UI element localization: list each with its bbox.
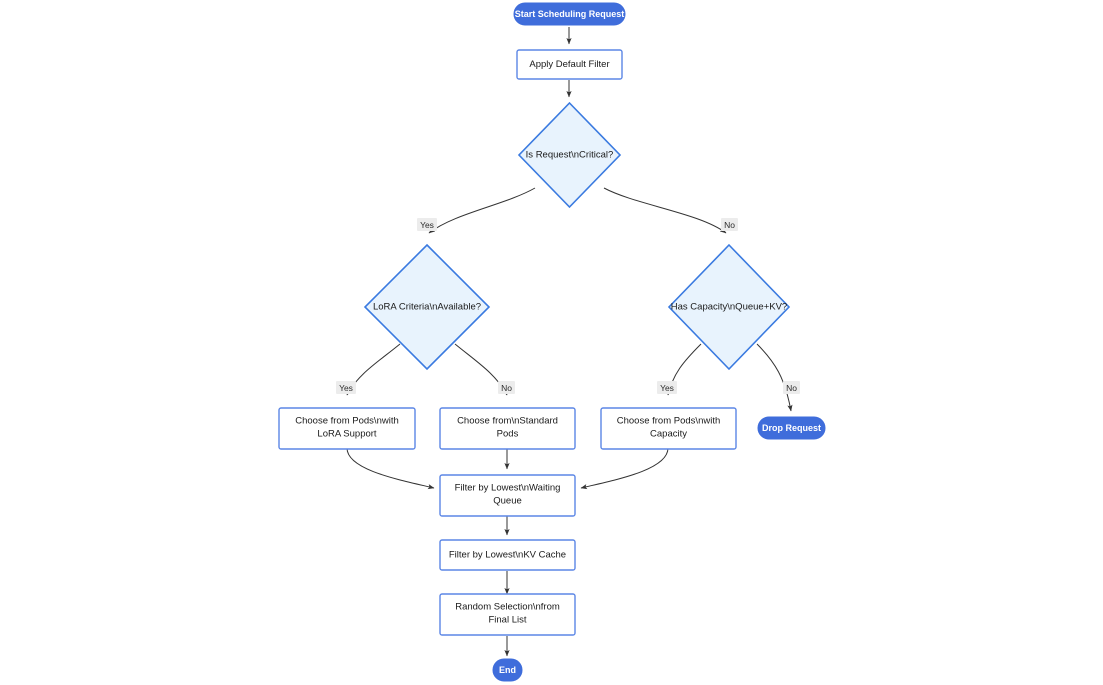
node-filter-kv-cache-shape[interactable]: [439, 539, 576, 571]
node-choose-standard-pods-label-line1: Choose from\nStandard: [457, 416, 558, 427]
edge-label-lora-no-text: No: [501, 383, 512, 393]
node-filter-waiting-queue[interactable]: Filter by Lowest\nWaiting Queue: [439, 474, 576, 517]
node-is-request-critical[interactable]: Is Request\nCritical?: [517, 101, 622, 209]
edge-label-capacity-yes-text: Yes: [660, 383, 674, 393]
node-random-selection[interactable]: Random Selection\nfrom Final List: [439, 593, 576, 636]
node-filter-kv-cache[interactable]: Filter by Lowest\nKV Cache: [439, 539, 576, 571]
node-choose-lora-pods-shape[interactable]: [278, 407, 416, 450]
edge-label-capacity-yes: Yes: [657, 381, 677, 394]
node-filter-waiting-queue-shape[interactable]: [439, 474, 576, 517]
node-start[interactable]: Start Scheduling Request: [513, 2, 626, 26]
node-lora-criteria-available-shape[interactable]: [363, 243, 491, 371]
edge-has-capacity-no-to-drop-request: [756, 343, 793, 412]
edge-choose-lora-pods-to-filter-waiting-queue: [346, 447, 435, 490]
node-random-selection-label-line1: Random Selection\nfrom: [455, 602, 560, 613]
node-choose-standard-pods-shape[interactable]: [439, 407, 576, 450]
edge-label-capacity-no-text: No: [786, 383, 797, 393]
edges-layer: [346, 27, 793, 657]
node-is-request-critical-shape[interactable]: [517, 101, 622, 209]
edge-label-lora-yes: Yes: [336, 381, 356, 394]
node-random-selection-shape[interactable]: [439, 593, 576, 636]
edge-is-request-critical-no-to-has-capacity: [603, 187, 727, 234]
node-drop-request-shape[interactable]: [757, 416, 826, 440]
node-choose-lora-pods-label-line2: LoRA Support: [317, 429, 377, 440]
node-filter-waiting-queue-label-line1: Filter by Lowest\nWaiting: [455, 483, 561, 494]
node-choose-capacity-pods-label-line2: Capacity: [650, 429, 687, 440]
edge-label-critical-no-text: No: [724, 220, 735, 230]
node-drop-request[interactable]: Drop Request: [757, 416, 826, 440]
node-apply-default-filter-shape[interactable]: [516, 49, 623, 80]
node-start-shape[interactable]: [513, 2, 626, 26]
edge-label-critical-yes: Yes: [417, 218, 437, 231]
edge-is-request-critical-yes-to-lora-criteria: [428, 187, 536, 234]
node-has-capacity-shape[interactable]: [667, 243, 791, 371]
node-lora-criteria-available-label: LoRA Criteria\nAvailable?: [373, 302, 481, 313]
node-choose-capacity-pods-label-line1: Choose from Pods\nwith: [617, 416, 721, 427]
edge-label-critical-no: No: [721, 218, 738, 231]
edge-label-lora-yes-text: Yes: [339, 383, 353, 393]
node-apply-default-filter[interactable]: Apply Default Filter: [516, 49, 623, 80]
node-choose-capacity-pods-shape[interactable]: [600, 407, 737, 450]
node-filter-waiting-queue-label-line2: Queue: [493, 496, 522, 507]
node-random-selection-label-line2: Final List: [488, 615, 526, 626]
edge-label-lora-no: No: [498, 381, 515, 394]
edge-label-capacity-no: No: [783, 381, 800, 394]
nodes-layer: Start Scheduling Request Apply Default F…: [278, 2, 826, 682]
node-choose-capacity-pods[interactable]: Choose from Pods\nwith Capacity: [600, 407, 737, 450]
node-filter-kv-cache-label: Filter by Lowest\nKV Cache: [449, 550, 566, 561]
edge-label-critical-yes-text: Yes: [420, 220, 434, 230]
node-lora-criteria-available[interactable]: LoRA Criteria\nAvailable?: [363, 243, 491, 371]
edge-choose-capacity-pods-to-filter-waiting-queue: [580, 447, 669, 490]
node-end[interactable]: End: [492, 658, 523, 682]
node-choose-lora-pods-label-line1: Choose from Pods\nwith: [295, 416, 399, 427]
node-start-label: Start Scheduling Request: [515, 9, 625, 19]
node-end-shape[interactable]: [492, 658, 523, 682]
node-choose-lora-pods[interactable]: Choose from Pods\nwith LoRA Support: [278, 407, 416, 450]
node-choose-standard-pods-label-line2: Pods: [497, 429, 519, 440]
edge-labels-layer: Yes No Yes No Yes No: [336, 218, 800, 394]
node-is-request-critical-label: Is Request\nCritical?: [526, 150, 614, 161]
node-drop-request-label: Drop Request: [762, 423, 821, 433]
node-apply-default-filter-label: Apply Default Filter: [529, 59, 609, 70]
node-end-label: End: [499, 665, 516, 675]
node-has-capacity-label: Has Capacity\nQueue+KV?: [671, 302, 787, 313]
node-choose-standard-pods[interactable]: Choose from\nStandard Pods: [439, 407, 576, 450]
node-has-capacity[interactable]: Has Capacity\nQueue+KV?: [667, 243, 791, 371]
